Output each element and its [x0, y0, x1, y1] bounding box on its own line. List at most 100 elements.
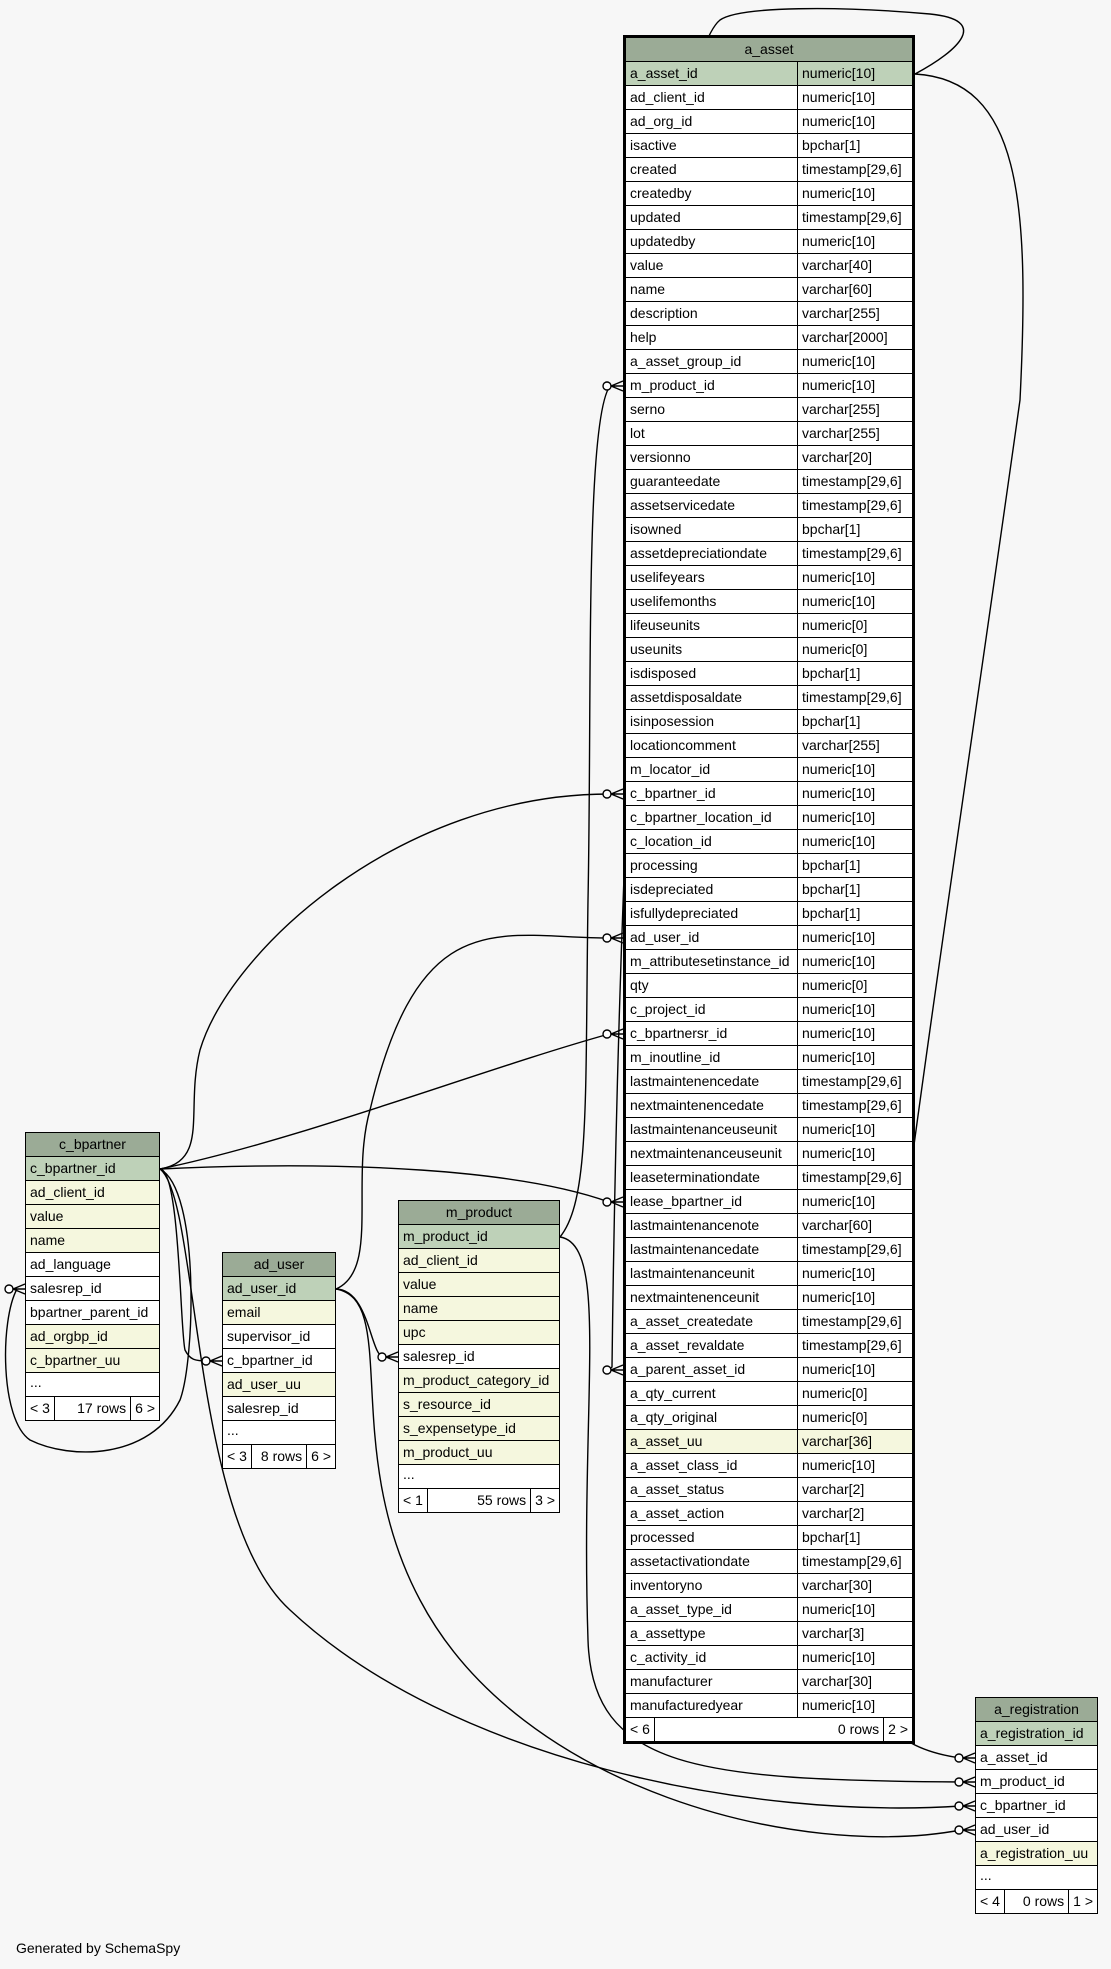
children-link[interactable]: 6 >: [306, 1445, 335, 1468]
column-row[interactable]: m_product_id: [399, 1225, 559, 1249]
parents-link[interactable]: < 6: [630, 1721, 650, 1737]
column-row[interactable]: a_registration_id: [976, 1722, 1097, 1746]
column-row[interactable]: ad_orgbp_id: [26, 1325, 159, 1349]
column-row[interactable]: ad_client_id: [26, 1181, 159, 1205]
column-row[interactable]: value: [399, 1273, 559, 1297]
column-row[interactable]: c_bpartner_uu: [26, 1349, 159, 1373]
children-link[interactable]: 2 >: [883, 1718, 912, 1741]
column-row[interactable]: c_bpartner_id: [976, 1794, 1097, 1818]
column-row[interactable]: email: [223, 1301, 335, 1325]
column-row[interactable]: s_expensetype_id: [399, 1417, 559, 1441]
column-row[interactable]: a_asset_id: [976, 1746, 1097, 1770]
column-row[interactable]: ad_user_id: [976, 1818, 1097, 1842]
column-row[interactable]: upc: [399, 1321, 559, 1345]
column-row[interactable]: c_bpartner_id: [26, 1157, 159, 1181]
column-row[interactable]: salesrep_id: [399, 1345, 559, 1369]
children-link[interactable]: 1 >: [1068, 1890, 1097, 1913]
parents-link[interactable]: < 1: [403, 1492, 423, 1508]
column-row[interactable]: m_product_id: [976, 1770, 1097, 1794]
column-row[interactable]: s_resource_id: [399, 1393, 559, 1417]
column-row[interactable]: name: [399, 1297, 559, 1321]
parents-link[interactable]: < 3: [30, 1400, 50, 1416]
column-row[interactable]: salesrep_id: [223, 1397, 335, 1421]
column-row[interactable]: bpartner_parent_id: [26, 1301, 159, 1325]
parents-link[interactable]: < 4: [980, 1893, 1000, 1909]
column-row[interactable]: m_product_category_id: [399, 1369, 559, 1393]
column-row[interactable]: name: [26, 1229, 159, 1253]
column-row[interactable]: a_registration_uu: [976, 1842, 1097, 1866]
column-row[interactable]: ad_client_id: [399, 1249, 559, 1273]
column-row[interactable]: supervisor_id: [223, 1325, 335, 1349]
column-row[interactable]: ad_user_uu: [223, 1373, 335, 1397]
children-link[interactable]: 6 >: [130, 1397, 159, 1420]
parents-link[interactable]: < 3: [227, 1448, 247, 1464]
column-row[interactable]: m_product_uu: [399, 1441, 559, 1465]
children-link[interactable]: 3 >: [530, 1489, 559, 1512]
